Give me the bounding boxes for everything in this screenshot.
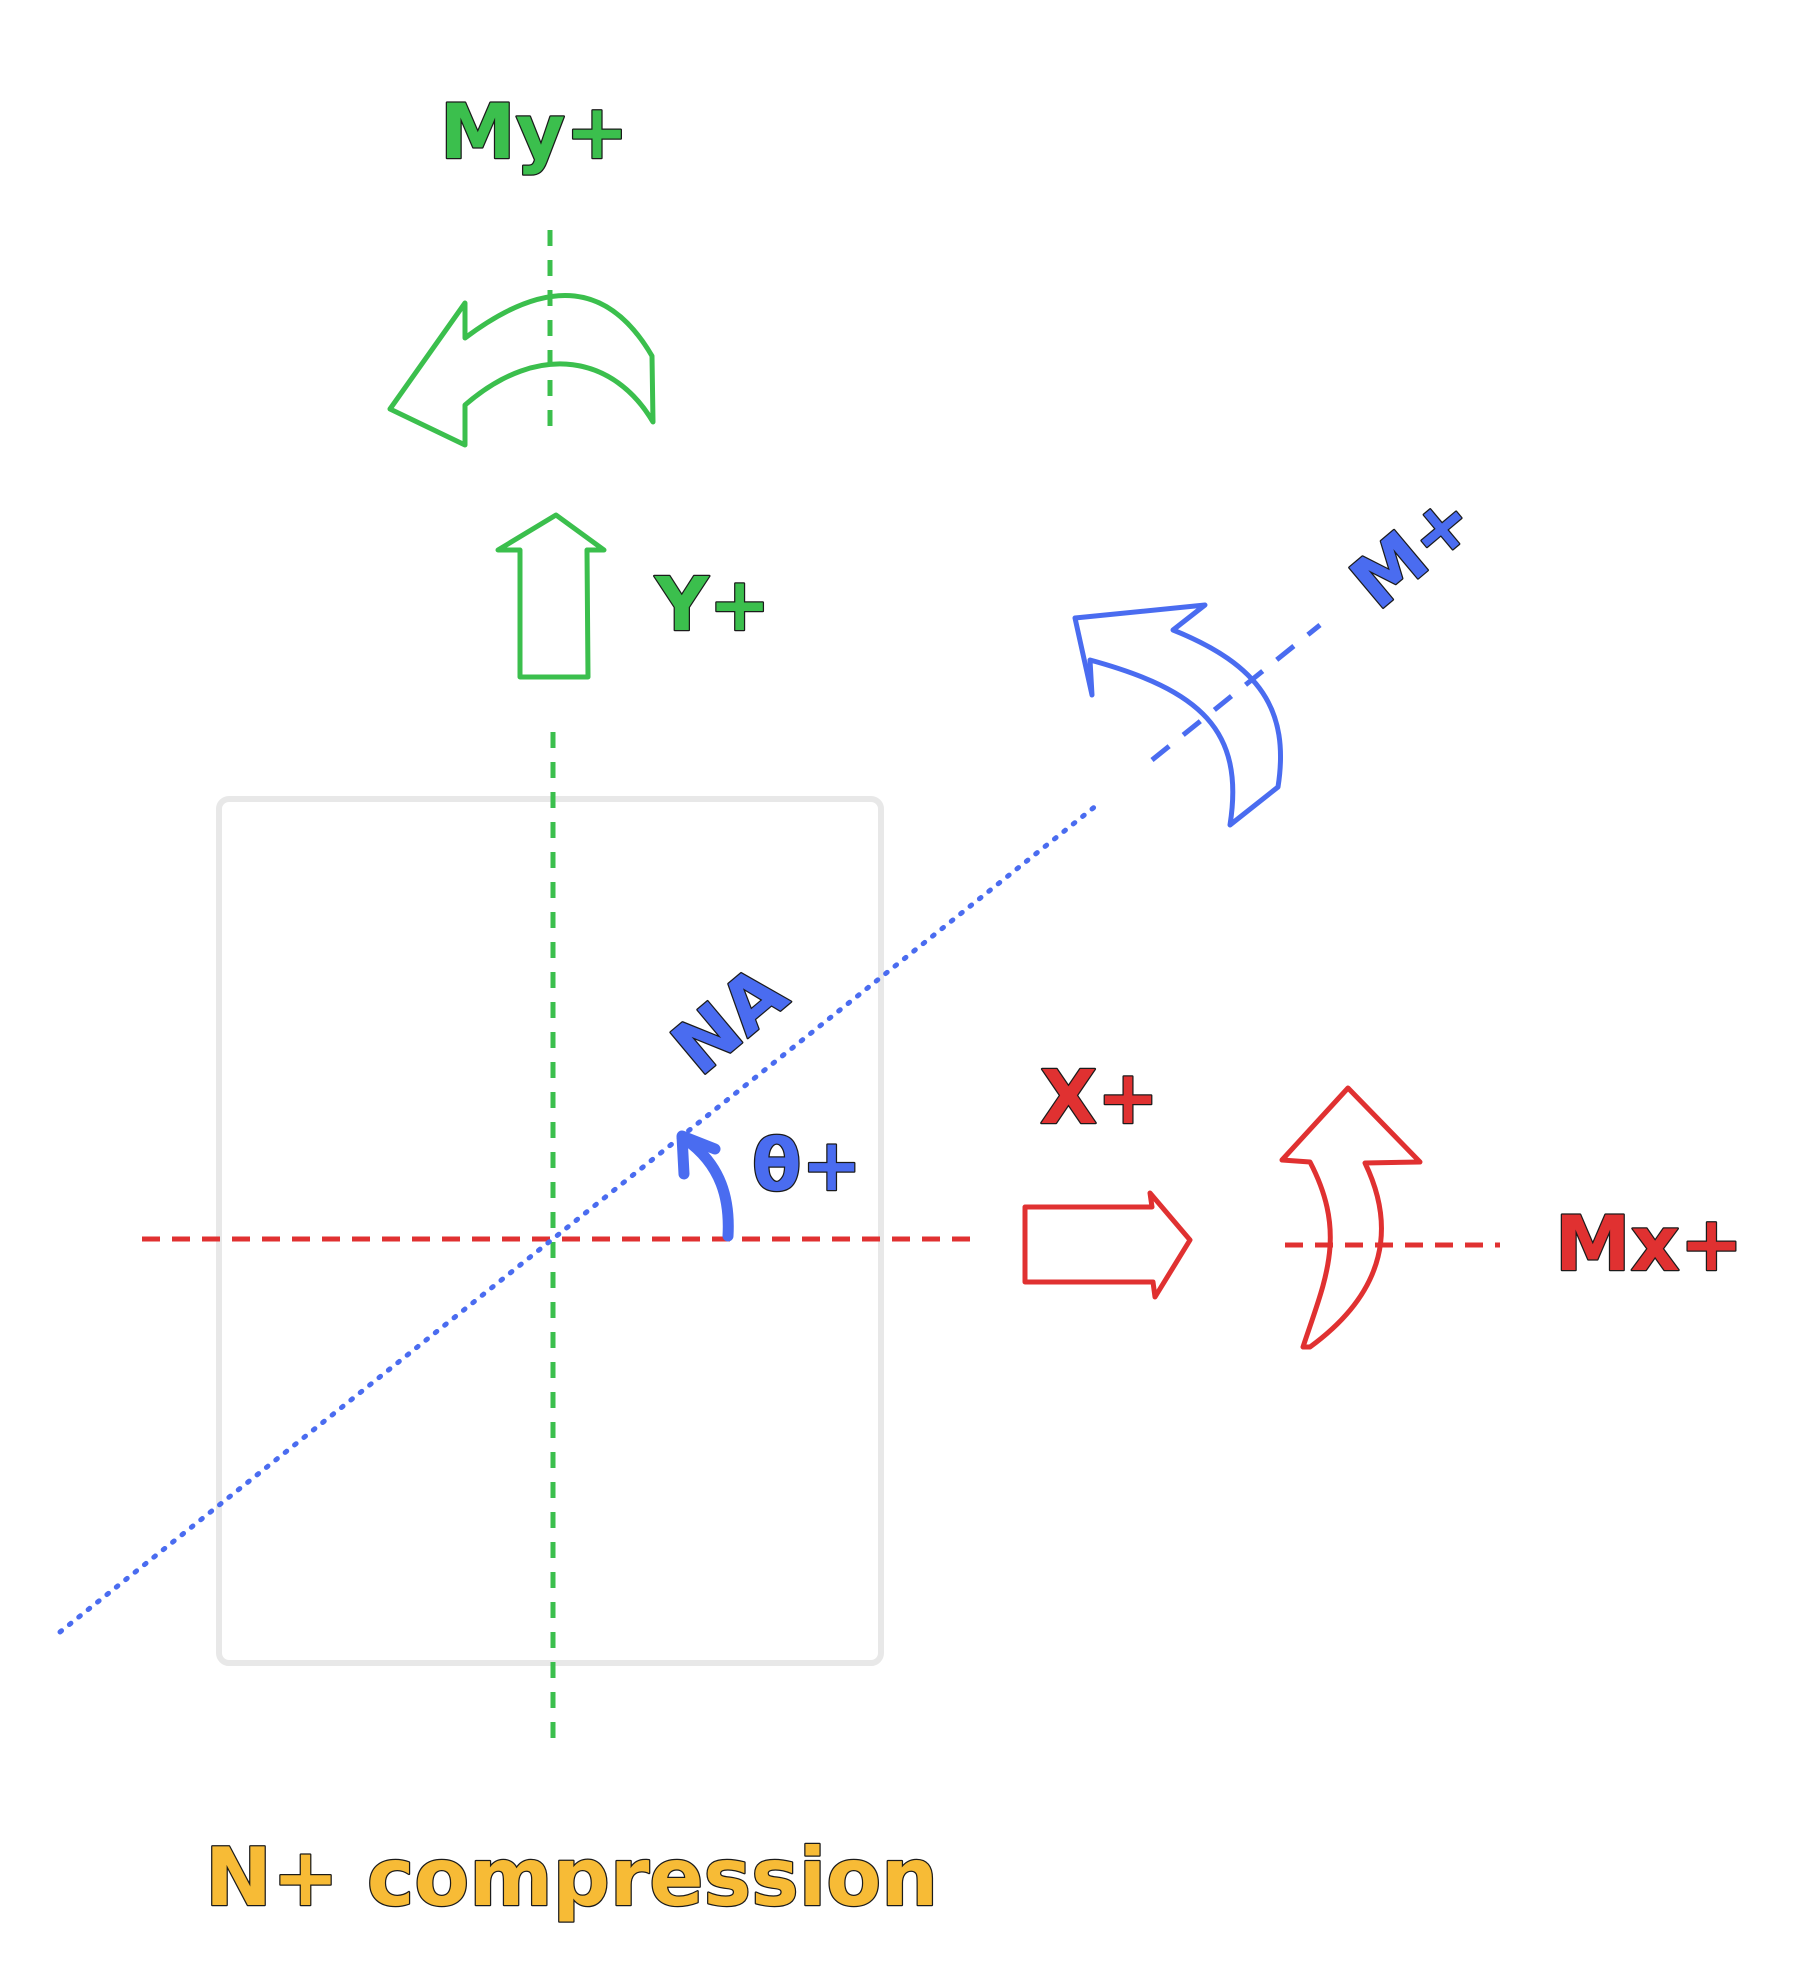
m-plus-label: M+ xyxy=(1335,476,1490,625)
mx-plus-label: Mx+ xyxy=(1555,1199,1743,1288)
curved-left-arrow-icon xyxy=(387,292,656,448)
neutral-axis-line xyxy=(57,802,1100,1635)
x-plus-label: X+ xyxy=(1040,1055,1159,1141)
na-label: NA xyxy=(656,949,803,1092)
m-axis-line xyxy=(1150,623,1322,762)
up-arrow-icon xyxy=(495,512,607,680)
my-plus-label: My+ xyxy=(440,87,629,176)
theta-arrow-head xyxy=(676,1130,721,1180)
cross-section-outline xyxy=(216,796,884,1666)
y-plus-label: Y+ xyxy=(654,562,771,648)
n-plus-compression-label: N+ compression xyxy=(205,1831,938,1924)
theta-plus-label: θ+ xyxy=(752,1123,862,1207)
curved-up-arrow-icon xyxy=(1279,1085,1423,1350)
curved-angle-arrow-icon xyxy=(679,1133,734,1242)
right-arrow-icon xyxy=(1022,1190,1193,1300)
curved-up-left-arrow-icon xyxy=(1072,602,1284,828)
